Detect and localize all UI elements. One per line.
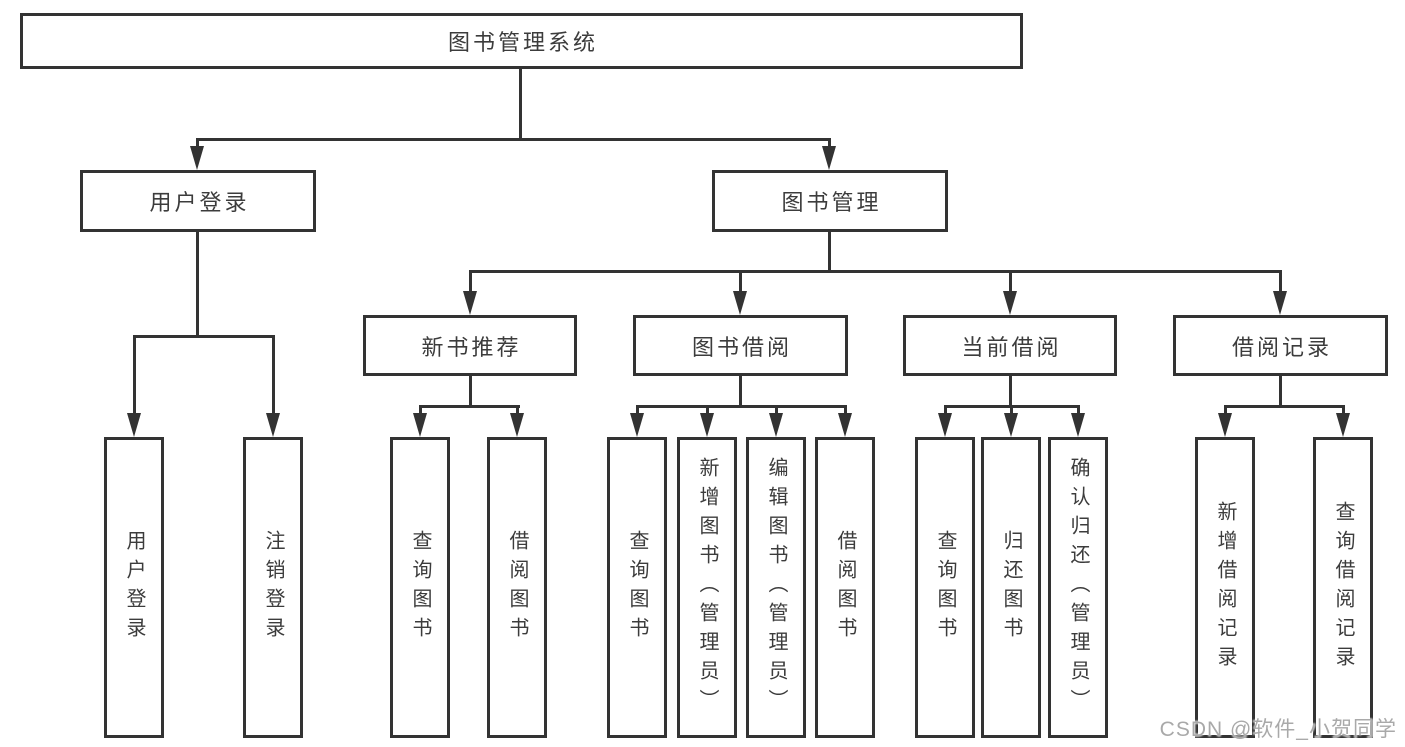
arrow-down-icon bbox=[1273, 291, 1287, 315]
leaf-logout: 注销登录 bbox=[243, 437, 303, 738]
connector-drop bbox=[196, 138, 199, 150]
connector-drop bbox=[1077, 405, 1080, 415]
connector-user-login-rail bbox=[133, 335, 275, 338]
node-label: 注销登录 bbox=[262, 529, 284, 646]
arrow-down-icon bbox=[1004, 413, 1018, 437]
arrow-down-icon bbox=[1071, 413, 1085, 437]
arrow-down-icon bbox=[1336, 413, 1350, 437]
csdn-watermark: CSDN @软件_小贺同学 bbox=[1159, 718, 1397, 741]
node-user-login: 用户登录 bbox=[80, 170, 316, 232]
node-label: 归还图书 bbox=[1000, 529, 1022, 646]
node-label: 图书管理系统 bbox=[447, 30, 598, 55]
node-label: 用户登录 bbox=[149, 190, 250, 215]
leaf-borrow-books: 借阅图书 bbox=[815, 437, 875, 738]
connector-book-mgmt-stem bbox=[828, 232, 831, 272]
connector-user-login-stem bbox=[196, 232, 199, 337]
connector-drop bbox=[469, 270, 472, 295]
node-label: 当前借阅 bbox=[961, 334, 1062, 360]
arrow-down-icon bbox=[769, 413, 783, 437]
connector-drop bbox=[133, 335, 136, 415]
arrow-down-icon bbox=[630, 413, 644, 437]
connector-drop bbox=[1279, 270, 1282, 295]
node-label: 图书借阅 bbox=[691, 334, 792, 360]
arrow-down-icon bbox=[1003, 291, 1017, 315]
leaf-query-books-borrow: 查询图书 bbox=[607, 437, 667, 738]
node-label: 查询图书 bbox=[934, 529, 956, 646]
node-label: 确认归还（管理员） bbox=[1067, 457, 1089, 718]
connector-drop bbox=[944, 405, 947, 415]
arrow-down-icon bbox=[822, 146, 836, 170]
connector-book-borrow-stem bbox=[739, 376, 742, 407]
connector-root-rail bbox=[196, 138, 831, 141]
node-label: 新增图书（管理员） bbox=[696, 457, 718, 718]
arrow-down-icon bbox=[1218, 413, 1232, 437]
connector-book-borrow-rail bbox=[636, 405, 846, 408]
arrow-down-icon bbox=[733, 291, 747, 315]
connector-drop bbox=[1224, 405, 1227, 415]
connector-root-stem bbox=[519, 69, 522, 139]
connector-new-books-stem bbox=[469, 376, 472, 407]
arrow-down-icon bbox=[938, 413, 952, 437]
connector-drop bbox=[706, 405, 709, 415]
node-label: 查询图书 bbox=[626, 529, 648, 646]
leaf-return-books: 归还图书 bbox=[981, 437, 1041, 738]
arrow-down-icon bbox=[463, 291, 477, 315]
arrow-down-icon bbox=[838, 413, 852, 437]
leaf-confirm-return-admin: 确认归还（管理员） bbox=[1048, 437, 1108, 738]
connector-current-borrow-stem bbox=[1009, 376, 1012, 407]
node-label: 查询图书 bbox=[409, 529, 431, 646]
arrow-down-icon bbox=[413, 413, 427, 437]
connector-drop bbox=[844, 405, 847, 415]
connector-borrow-records-rail bbox=[1224, 405, 1345, 408]
connector-drop bbox=[516, 405, 519, 415]
connector-drop bbox=[1010, 405, 1013, 415]
node-label: 查询借阅记录 bbox=[1332, 500, 1354, 675]
leaf-edit-books-admin: 编辑图书（管理员） bbox=[746, 437, 806, 738]
connector-book-mgmt-rail bbox=[469, 270, 1282, 273]
node-label: 图书管理 bbox=[781, 190, 882, 215]
leaf-query-borrow-record: 查询借阅记录 bbox=[1313, 437, 1373, 738]
node-label: 用户登录 bbox=[123, 529, 145, 646]
connector-drop bbox=[419, 405, 422, 415]
node-label: 借阅记录 bbox=[1231, 334, 1332, 360]
arrow-down-icon bbox=[190, 146, 204, 170]
connector-drop bbox=[1342, 405, 1345, 415]
leaf-user-login: 用户登录 bbox=[104, 437, 164, 738]
node-label: 新增借阅记录 bbox=[1214, 500, 1236, 675]
leaf-query-books-current: 查询图书 bbox=[915, 437, 975, 738]
arrow-down-icon bbox=[127, 413, 141, 437]
node-label: 借阅图书 bbox=[834, 529, 856, 646]
node-current-borrowing: 当前借阅 bbox=[903, 315, 1117, 376]
node-label: 新书推荐 bbox=[421, 334, 522, 360]
node-book-management: 图书管理 bbox=[712, 170, 948, 232]
connector-new-books-rail bbox=[419, 405, 520, 408]
arrow-down-icon bbox=[700, 413, 714, 437]
arrow-down-icon bbox=[510, 413, 524, 437]
arrow-down-icon bbox=[266, 413, 280, 437]
node-new-book-recommend: 新书推荐 bbox=[363, 315, 577, 376]
leaf-borrow-books-recommend: 借阅图书 bbox=[487, 437, 547, 738]
leaf-add-books-admin: 新增图书（管理员） bbox=[677, 437, 737, 738]
leaf-query-books-recommend: 查询图书 bbox=[390, 437, 450, 738]
connector-borrow-records-stem bbox=[1279, 376, 1282, 407]
connector-drop bbox=[1009, 270, 1012, 295]
connector-drop bbox=[739, 270, 742, 295]
connector-drop bbox=[636, 405, 639, 415]
connector-drop bbox=[828, 138, 831, 150]
connector-drop bbox=[272, 335, 275, 415]
node-library-management-system: 图书管理系统 bbox=[20, 13, 1023, 69]
leaf-add-borrow-record: 新增借阅记录 bbox=[1195, 437, 1255, 738]
node-label: 编辑图书（管理员） bbox=[765, 457, 787, 718]
node-borrowing-records: 借阅记录 bbox=[1173, 315, 1388, 376]
connector-drop bbox=[775, 405, 778, 415]
node-label: 借阅图书 bbox=[506, 529, 528, 646]
node-book-borrowing: 图书借阅 bbox=[633, 315, 848, 376]
